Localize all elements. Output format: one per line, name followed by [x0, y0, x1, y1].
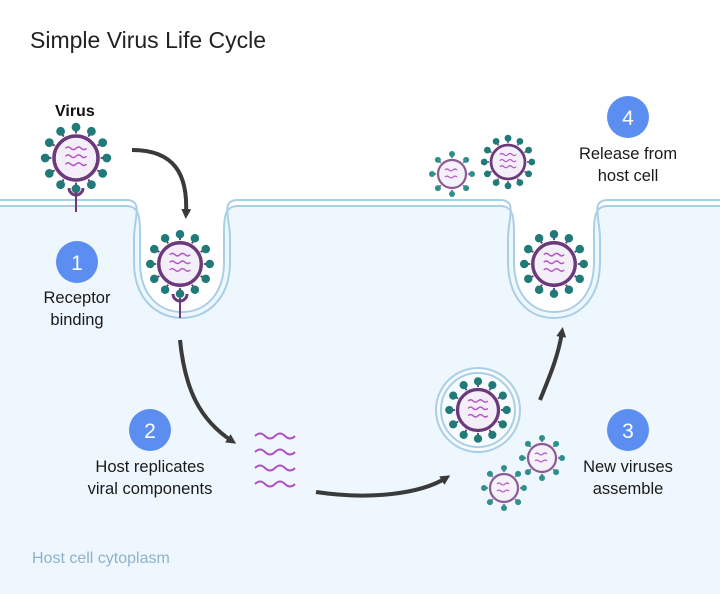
entering-virus-icon: [144, 228, 216, 300]
step-1-badge: [56, 241, 98, 283]
step-2-badge: [129, 409, 171, 451]
diagram-title: Simple Virus Life Cycle: [30, 27, 266, 53]
exiting-virus-icon: [518, 228, 590, 300]
step-1-number: 1: [71, 252, 83, 275]
released-virus-icon: [479, 133, 537, 191]
assembling-virus-icon: [517, 433, 567, 483]
host-cell-membrane-outer: [0, 199, 720, 320]
arrow-to-entry: [131, 148, 192, 219]
step-4-badge: [607, 96, 649, 138]
virus-label: Virus: [55, 103, 95, 120]
step-1-label-line-1: Receptor: [44, 289, 111, 307]
step-4-label-line-2: host cell: [598, 167, 659, 185]
step-3-badge: [607, 409, 649, 451]
viral-rna-copies-icon: [254, 432, 296, 488]
host-cell-membrane-inner: [0, 205, 720, 314]
free-virus-icon: [39, 121, 113, 195]
arrow-to-replication: [178, 339, 237, 444]
step-3-number: 3: [622, 420, 634, 443]
cytoplasm-label: Host cell cytoplasm: [32, 550, 170, 567]
assembling-virus-icon: [479, 463, 529, 513]
step-3-label-line-1: New viruses: [583, 458, 673, 476]
step-1-label-line-2: binding: [50, 311, 103, 329]
step-3-label-line-2: assemble: [593, 480, 664, 498]
released-virus-icon: [427, 149, 477, 199]
step-4-number: 4: [622, 107, 634, 130]
step-2-label-line-2: viral components: [88, 480, 213, 498]
arrow-to-assembly: [315, 475, 451, 498]
host-cell-cytoplasm: [0, 206, 720, 594]
step-2-number: 2: [144, 420, 156, 443]
step-4-label-line-1: Release from: [579, 145, 677, 163]
step-2-label-line-1: Host replicates: [95, 458, 204, 476]
arrow-to-release: [538, 327, 567, 401]
